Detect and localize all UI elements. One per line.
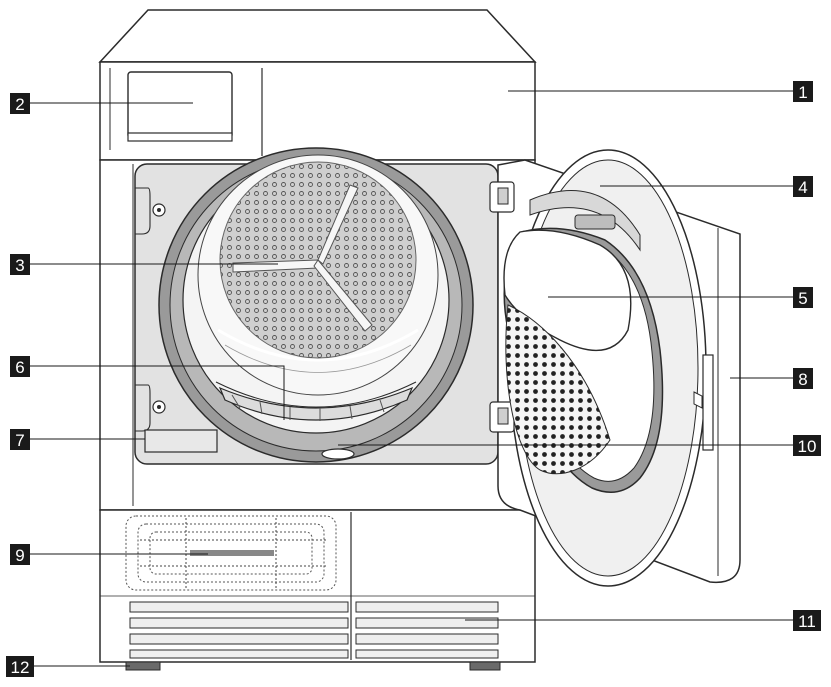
type-plate [144, 429, 218, 453]
door-catch [321, 448, 355, 460]
callout-label-7: 7 [15, 431, 24, 450]
water-tank-drawer [127, 71, 233, 142]
top-lid [98, 9, 537, 63]
callout-9: 9 [10, 544, 30, 565]
callout-5: 5 [793, 287, 813, 308]
drum [197, 154, 439, 396]
callout-7: 7 [10, 429, 30, 450]
callout-4: 4 [793, 176, 813, 197]
callout-label-5: 5 [798, 289, 807, 308]
callout-label-4: 4 [798, 178, 807, 197]
door-hinges [489, 181, 515, 433]
callout-label-9: 9 [15, 546, 24, 565]
callout-label-2: 2 [15, 95, 24, 114]
callout-6: 6 [10, 356, 30, 377]
callout-12: 12 [6, 656, 34, 677]
door-filter [529, 190, 641, 252]
door-handle [693, 354, 714, 451]
adjustable-feet [125, 661, 501, 671]
leader-6 [30, 365, 285, 420]
callout-2: 2 [10, 93, 30, 114]
callout-label-12: 12 [11, 658, 30, 677]
callout-1: 1 [793, 81, 813, 102]
callout-11: 11 [793, 610, 821, 631]
leader-lines [30, 90, 793, 667]
callout-label-3: 3 [15, 256, 24, 275]
callouts: 1 2 3 4 5 6 7 8 [6, 81, 821, 677]
callout-label-6: 6 [15, 358, 24, 377]
callout-label-11: 11 [798, 612, 816, 631]
callout-10: 10 [793, 435, 821, 456]
callout-8: 8 [793, 368, 813, 389]
drum-paddles [232, 184, 373, 332]
door-filter-holder [503, 227, 664, 493]
callout-label-1: 1 [798, 83, 807, 102]
fluff-filter [215, 381, 417, 421]
callout-label-10: 10 [798, 437, 817, 456]
callout-label-8: 8 [798, 370, 807, 389]
condenser-hidden [125, 515, 337, 591]
ventilation-grille [129, 601, 499, 659]
callout-3: 3 [10, 254, 30, 275]
